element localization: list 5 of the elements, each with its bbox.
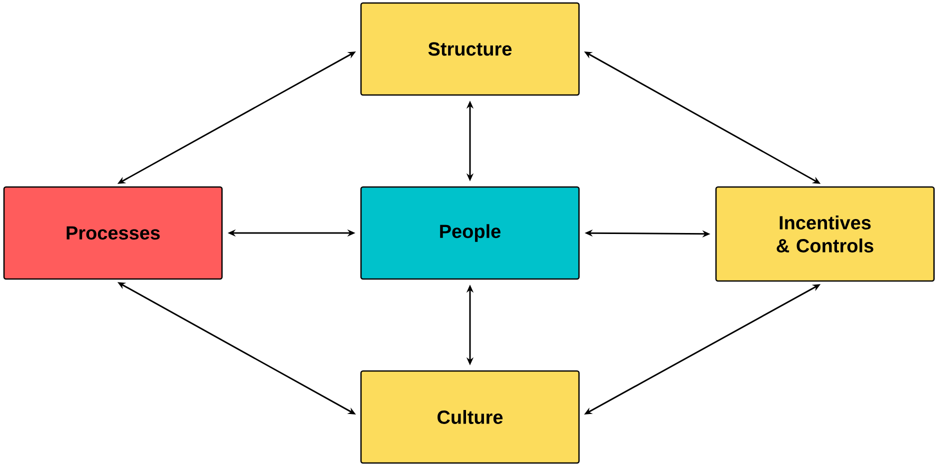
process-box: Culture	[360, 370, 580, 464]
process-box: Incentives & Controls	[715, 186, 935, 282]
process-box: People	[360, 186, 580, 280]
process-box: Structure	[360, 2, 580, 96]
process-box: Processes	[3, 186, 223, 280]
